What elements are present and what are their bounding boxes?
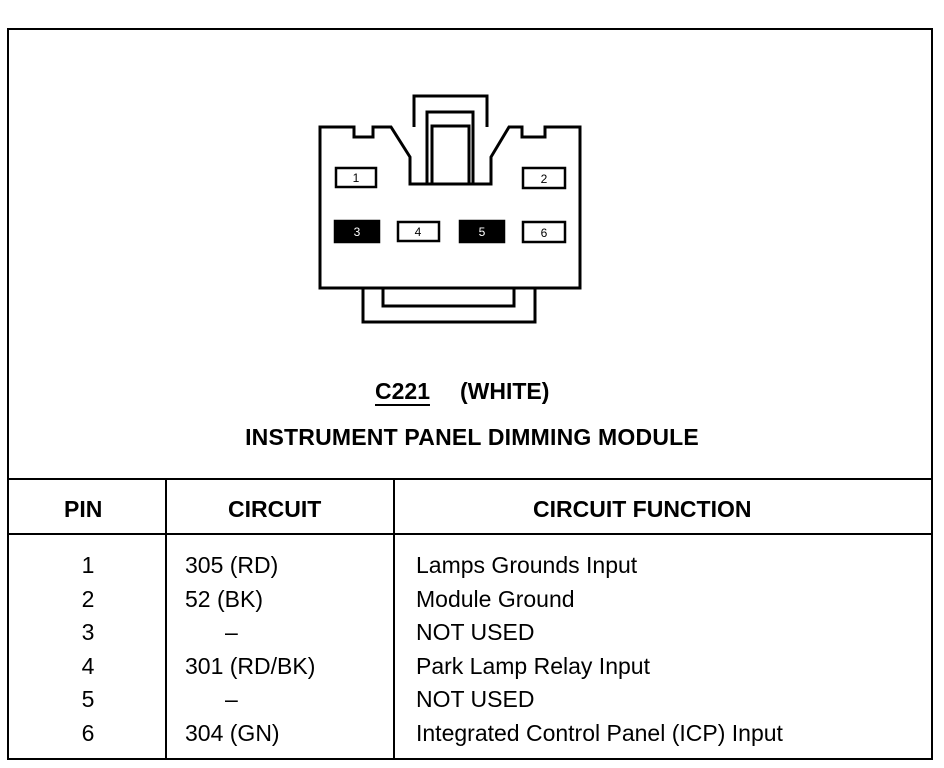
row-function: NOT USED <box>416 619 535 645</box>
pin-6-cavity <box>521 220 567 244</box>
connector-bottom-key <box>361 288 537 324</box>
row-circuit: – <box>225 619 238 645</box>
row-circuit: 301 (RD/BK) <box>185 653 316 679</box>
row-pin: 5 <box>81 686 95 712</box>
pin-6-label: 6 <box>541 226 548 240</box>
pin-1-cavity <box>334 166 378 189</box>
connector-latch <box>412 94 489 184</box>
row-pin: 1 <box>81 552 95 578</box>
row-circuit: 304 (GN) <box>185 720 280 746</box>
pin-cavities <box>333 166 567 244</box>
row-pin: 3 <box>81 619 95 645</box>
row-function: Lamps Grounds Input <box>416 552 638 578</box>
header-pin: PIN <box>64 496 103 522</box>
pin-2-label: 2 <box>541 172 548 186</box>
table-header-rule <box>7 533 933 535</box>
pin-2-cavity <box>521 166 567 190</box>
header-circuit: CIRCUIT <box>228 496 322 522</box>
column-divider-circuit <box>393 478 395 760</box>
pin-5-cavity <box>458 219 506 244</box>
row-pin: 4 <box>81 653 95 679</box>
row-pin: 2 <box>81 586 95 612</box>
row-circuit: – <box>225 686 238 712</box>
pin-3-cavity <box>333 219 381 244</box>
row-function: NOT USED <box>416 686 535 712</box>
row-function: Module Ground <box>416 586 575 612</box>
pin-labels: 1 2 3 4 5 6 <box>353 171 548 240</box>
table-top-rule <box>7 478 933 480</box>
pin-4-cavity <box>396 220 441 243</box>
connector-body <box>318 125 582 290</box>
row-circuit: 52 (BK) <box>185 586 263 612</box>
diagram-frame <box>7 28 933 760</box>
pin-5-label: 5 <box>479 225 486 239</box>
connector-color: (WHITE) <box>460 378 550 404</box>
pin-3-label: 3 <box>354 225 361 239</box>
module-name: INSTRUMENT PANEL DIMMING MODULE <box>245 424 699 450</box>
connector-id: C221 <box>375 378 430 404</box>
row-pin: 6 <box>81 720 95 746</box>
row-function: Integrated Control Panel (ICP) Input <box>416 720 783 746</box>
pin-1-label: 1 <box>353 171 360 185</box>
column-divider-pin <box>165 478 167 760</box>
pin-4-label: 4 <box>415 225 422 239</box>
row-circuit: 305 (RD) <box>185 552 279 578</box>
header-circuit-function: CIRCUIT FUNCTION <box>533 496 752 522</box>
row-function: Park Lamp Relay Input <box>416 653 650 679</box>
